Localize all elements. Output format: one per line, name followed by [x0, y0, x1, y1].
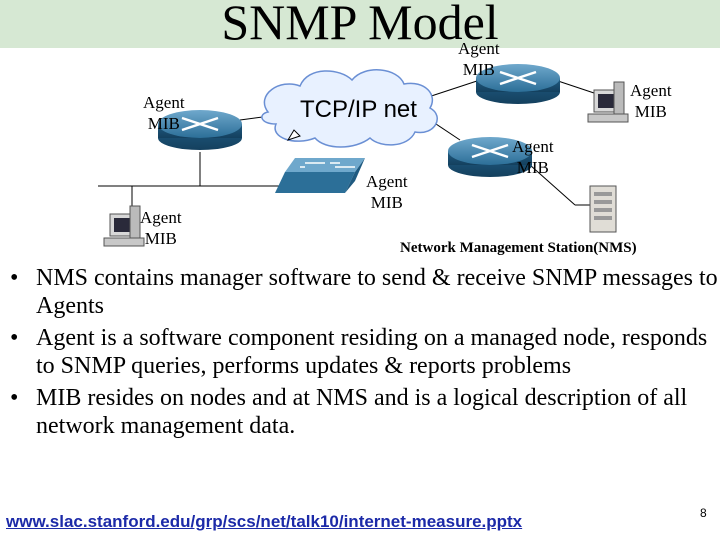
- nms-label: Network Management Station(NMS): [400, 240, 637, 257]
- pc-right-icon: [588, 82, 628, 122]
- right-agent-mib-label: Agent MIB: [630, 80, 672, 122]
- top-router-to-right-pc: [555, 80, 600, 95]
- bullet-list: NMS contains manager software to send & …: [8, 264, 718, 444]
- network-diagram: [0, 0, 720, 260]
- pc-left-icon: [104, 206, 144, 246]
- bullet-item: MIB resides on nodes and at NMS and is a…: [8, 384, 718, 440]
- bullet-item: Agent is a software component residing o…: [8, 324, 718, 380]
- left-pc-agent-mib-label: Agent MIB: [140, 207, 182, 249]
- bullet-item: NMS contains manager software to send & …: [8, 264, 718, 320]
- middle-router-agent-mib-label: Agent MIB: [512, 136, 554, 178]
- top-agent-mib-label: Agent MIB: [458, 38, 500, 80]
- footer-link[interactable]: www.slac.stanford.edu/grp/scs/net/talk10…: [6, 512, 522, 532]
- switch-agent-mib-label: Agent MIB: [366, 171, 408, 213]
- nms-server-icon: [590, 186, 616, 232]
- page-number: 8: [700, 506, 707, 520]
- left-router-agent-mib-label: Agent MIB: [143, 92, 185, 134]
- cloud-label: TCP/IP net: [300, 96, 417, 124]
- switch-icon: [275, 158, 365, 193]
